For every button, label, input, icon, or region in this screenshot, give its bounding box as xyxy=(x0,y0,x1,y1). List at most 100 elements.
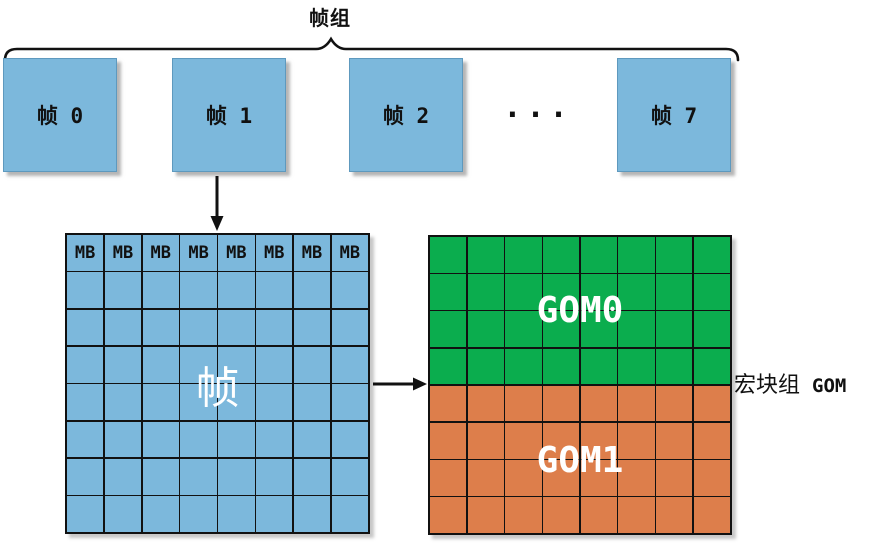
frame-grid-cell xyxy=(180,384,217,421)
gom0-cell xyxy=(656,348,693,385)
gom1-cell xyxy=(543,497,580,533)
frame-box-0-label: 帧 0 xyxy=(36,104,84,128)
gom1-cell xyxy=(580,460,617,496)
gom0-cell xyxy=(430,311,467,348)
gom1-cell xyxy=(580,422,617,459)
frame-grid-cell xyxy=(218,272,255,309)
frame-box-2: 帧 2 xyxy=(349,58,463,172)
gom0-cell xyxy=(543,348,580,385)
gom1-cell xyxy=(580,385,617,422)
gom1-cell xyxy=(656,497,693,533)
frame-grid-cell xyxy=(104,384,142,421)
frame-grid-cell xyxy=(104,346,142,383)
gom1-cell xyxy=(693,422,730,459)
macroblock-group-label-code: GOM xyxy=(812,375,847,397)
gom0-cell xyxy=(505,274,542,310)
frame-grid-cell xyxy=(180,458,217,495)
frame-grid-cell xyxy=(331,384,368,421)
gom1-cell xyxy=(505,497,542,533)
gom0-cell xyxy=(467,274,504,310)
frame-grid-cell xyxy=(67,458,104,495)
frame-grid-cell xyxy=(218,384,255,421)
gom0-cell xyxy=(430,237,467,273)
gom0-cell xyxy=(430,348,467,385)
gom0-cell xyxy=(580,348,617,385)
gom1-cell xyxy=(467,422,504,459)
gom-grid xyxy=(428,235,732,535)
gom1-cell xyxy=(430,497,467,533)
gom0-cell xyxy=(693,311,730,348)
frame-grid-cell xyxy=(180,421,217,458)
gom0-cell xyxy=(430,274,467,310)
gom0-cell xyxy=(505,348,542,385)
gom1-cell xyxy=(430,385,467,422)
frame-grid-cell xyxy=(142,346,179,383)
frame-grid-cell xyxy=(104,309,142,346)
gom0-cell xyxy=(618,237,655,273)
frame-grid-cell xyxy=(142,458,179,495)
frame-group-title: 帧组 xyxy=(309,6,351,30)
frame-box-2-label: 帧 2 xyxy=(382,104,430,128)
gom1-cell xyxy=(467,385,504,422)
gom0-cell xyxy=(618,348,655,385)
gom0-cell xyxy=(580,311,617,348)
mb-cell: MB xyxy=(331,235,368,271)
gom0-cell xyxy=(467,348,504,385)
gom0-cell xyxy=(693,237,730,273)
down-arrow-icon xyxy=(210,176,224,231)
gom0-cell xyxy=(618,274,655,310)
gom0-cell xyxy=(505,237,542,273)
frame-grid-cell xyxy=(256,421,293,458)
frames-ellipsis: ... xyxy=(503,90,573,125)
gom1-cell xyxy=(618,497,655,533)
mb-cell: MB xyxy=(180,235,217,271)
mb-cell: MB xyxy=(256,235,293,271)
gom1-cell xyxy=(618,385,655,422)
frame-grid-cell xyxy=(293,272,331,309)
frame-grid-cell xyxy=(67,384,104,421)
mb-cell: MB xyxy=(104,235,142,271)
frame-grid-cell xyxy=(331,458,368,495)
gom1-cell xyxy=(618,422,655,459)
frame-grid-cell xyxy=(331,272,368,309)
gom0-cell xyxy=(618,311,655,348)
frame-grid-cell xyxy=(104,496,142,532)
gom0-cell xyxy=(580,237,617,273)
frame-grid-cell xyxy=(293,346,331,383)
gom1-cell xyxy=(543,422,580,459)
frame-box-1-label: 帧 1 xyxy=(205,104,253,128)
mb-cell: MB xyxy=(293,235,331,271)
gom1-cell xyxy=(543,385,580,422)
gom1-cell xyxy=(430,422,467,459)
frame-grid-cell xyxy=(331,496,368,532)
frame-grid-cell xyxy=(218,346,255,383)
frame-grid-cell xyxy=(256,458,293,495)
gom0-cell xyxy=(543,311,580,348)
frame-grid-cell xyxy=(142,421,179,458)
frame-grid-cell xyxy=(293,384,331,421)
frame-grid-cell xyxy=(104,458,142,495)
gom1-cell xyxy=(656,422,693,459)
gom1-cell xyxy=(430,460,467,496)
frame-grid-cell xyxy=(331,421,368,458)
frame-grid-cell xyxy=(67,421,104,458)
frame-grid-cell xyxy=(142,272,179,309)
frame-grid-cell xyxy=(180,309,217,346)
frame-grid-cell xyxy=(293,421,331,458)
frame-grid-cell xyxy=(142,496,179,532)
frame-grid-cell xyxy=(256,272,293,309)
gom1-cell xyxy=(693,460,730,496)
gom0-cell xyxy=(656,311,693,348)
gom1-cell xyxy=(656,460,693,496)
frame-grid-cell xyxy=(293,458,331,495)
frame-grid-cell xyxy=(218,421,255,458)
frame-box-7: 帧 7 xyxy=(617,58,731,172)
frame-grid-cell xyxy=(293,496,331,532)
frame-grid-cell xyxy=(256,496,293,532)
mb-cell: MB xyxy=(67,235,104,271)
gom1-cell xyxy=(505,422,542,459)
frame-box-7-label: 帧 7 xyxy=(650,104,698,128)
